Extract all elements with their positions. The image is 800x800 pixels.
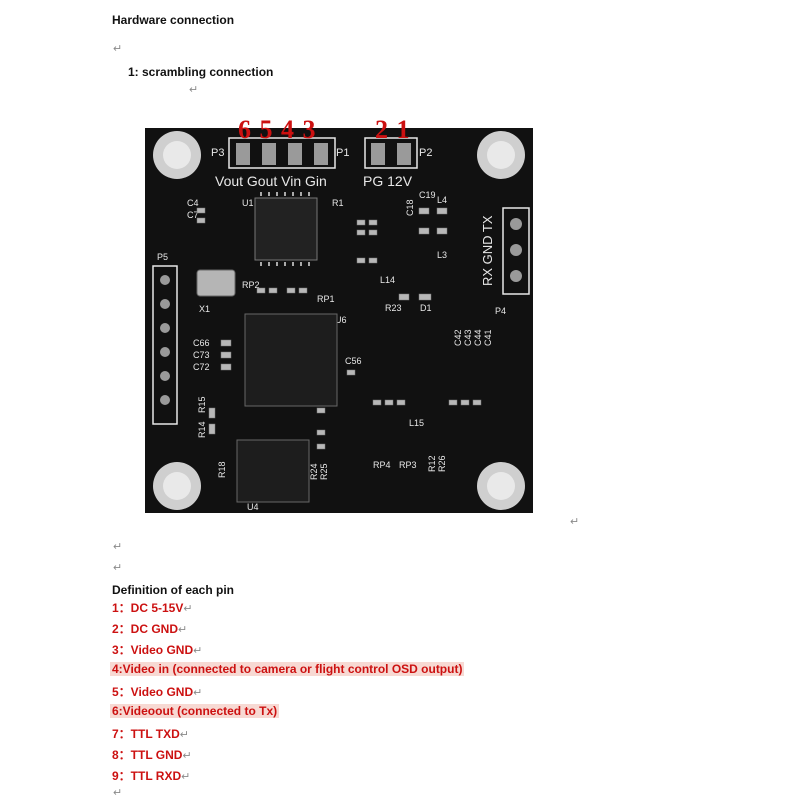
ic-u4 xyxy=(236,439,310,503)
ic-u6 xyxy=(244,313,338,407)
silk-p2: P2 xyxy=(419,147,432,159)
pin-item-9: 9：TTL RXD↵ xyxy=(112,767,190,784)
pin-item-text: 5：Video GND xyxy=(112,685,194,699)
silk-r25: R25 xyxy=(319,463,329,480)
silk-p5: P5 xyxy=(157,252,168,262)
page-heading: Hardware connection xyxy=(112,13,235,27)
pin-item-2: 2：DC GND↵ xyxy=(112,620,187,637)
mounting-hole-icon xyxy=(153,462,201,510)
pin-item-text: 4:Video in (connected to camera or fligh… xyxy=(112,662,463,676)
paragraph-mark: ↵ xyxy=(113,541,123,553)
silk-c66: C66 xyxy=(193,338,210,348)
silk-c41: C41 xyxy=(483,329,493,346)
silk-top-row-left: Vout Gout Vin Gin xyxy=(215,173,327,189)
mounting-hole-icon xyxy=(477,462,525,510)
silk-rp2: RP2 xyxy=(242,280,260,290)
silk-c4: C4 xyxy=(187,198,199,208)
silk-x1: X1 xyxy=(199,304,210,314)
pin-item-4: 4:Video in (connected to camera or fligh… xyxy=(110,662,465,676)
mounting-hole-icon xyxy=(153,131,201,179)
pcb-photo: 6 5 4 3 2 1 7 8 9 P3 P1 P2 Vout Gout Vin… xyxy=(137,108,560,516)
pin-item-text: 6:Videoout (connected to Tx) xyxy=(112,704,278,718)
silk-c7: C7 xyxy=(187,210,199,220)
ic-u1 xyxy=(254,197,318,261)
silk-c44: C44 xyxy=(473,329,483,346)
subheading: 1: scrambling connection xyxy=(128,65,274,79)
paragraph-mark: ↵ xyxy=(193,687,203,699)
silk-c19: C19 xyxy=(419,190,436,200)
pin-item-text: 8：TTL GND xyxy=(112,748,183,762)
silk-top-row-right: PG 12V xyxy=(363,173,413,189)
silk-r26: R26 xyxy=(437,455,447,472)
pin-item-text: 1：DC 5-15V xyxy=(112,601,184,615)
silk-c18: C18 xyxy=(405,199,415,216)
pin-item-text: 7：TTL TXD xyxy=(112,727,180,741)
pin-item-text: 2：DC GND xyxy=(112,622,179,636)
pin-item-6: 6:Videoout (connected to Tx) xyxy=(110,704,280,718)
definition-title: Definition of each pin xyxy=(112,583,234,597)
paragraph-mark: ↵ xyxy=(113,562,123,574)
paragraph-mark: ↵ xyxy=(181,771,191,783)
pin-item-5: 5：Video GND↵ xyxy=(112,683,202,700)
paragraph-mark: ↵ xyxy=(113,43,123,55)
pin-numbers-top-left: 6 5 4 3 xyxy=(238,115,317,144)
silk-p1: P1 xyxy=(336,147,349,159)
paragraph-mark: ↵ xyxy=(570,516,580,528)
silk-r24: R24 xyxy=(309,463,319,480)
paragraph-mark: ↵ xyxy=(113,787,123,799)
pin-item-text: 9：TTL RXD xyxy=(112,769,182,783)
silk-rp4: RP4 xyxy=(373,460,391,470)
silk-u1: U1 xyxy=(242,198,254,208)
pin-item-7: 7：TTL TXD↵ xyxy=(112,725,189,742)
pin-item-8: 8：TTL GND↵ xyxy=(112,746,192,763)
silk-r18: R18 xyxy=(217,461,227,478)
silk-rp1: RP1 xyxy=(317,294,335,304)
silk-rp3: RP3 xyxy=(399,460,417,470)
silk-u6: U6 xyxy=(335,315,347,325)
silk-c43: C43 xyxy=(463,329,473,346)
paragraph-mark: ↵ xyxy=(193,645,203,657)
silk-l15: L15 xyxy=(409,418,424,428)
silk-r14: R14 xyxy=(197,421,207,438)
crystal-x1 xyxy=(196,269,236,297)
silk-l14: L14 xyxy=(380,275,395,285)
silk-c56: C56 xyxy=(345,356,362,366)
silk-d1: D1 xyxy=(420,303,432,313)
silk-p4: P4 xyxy=(495,306,506,316)
mounting-hole-icon xyxy=(477,131,525,179)
pcb-board-illustration: 6 5 4 3 2 1 7 8 9 P3 P1 P2 Vout Gout Vin… xyxy=(145,115,560,513)
silk-r12: R12 xyxy=(427,455,437,472)
silk-c72: C72 xyxy=(193,362,210,372)
pin-numbers-top-right: 2 1 xyxy=(375,115,411,144)
silk-p3: P3 xyxy=(211,147,224,159)
paragraph-mark: ↵ xyxy=(182,750,192,762)
paragraph-mark: ↵ xyxy=(178,624,188,636)
silk-side-row: RX GND TX xyxy=(480,215,495,286)
pin-item-text: 3：Video GND xyxy=(112,643,194,657)
pin-item-1: 1：DC 5-15V↵ xyxy=(112,599,193,616)
silk-r1: R1 xyxy=(332,198,344,208)
silk-l3: L3 xyxy=(437,250,447,260)
pcb-board xyxy=(145,128,533,513)
silk-l4: L4 xyxy=(437,195,447,205)
pin-item-3: 3：Video GND↵ xyxy=(112,641,202,658)
silk-u4: U4 xyxy=(247,502,259,512)
paragraph-mark: ↵ xyxy=(179,729,190,741)
silk-c42: C42 xyxy=(453,329,463,346)
silk-r23: R23 xyxy=(385,303,402,313)
paragraph-mark: ↵ xyxy=(183,603,193,615)
silk-r15: R15 xyxy=(197,396,207,413)
paragraph-mark: ↵ xyxy=(189,84,199,96)
silk-c73: C73 xyxy=(193,350,210,360)
